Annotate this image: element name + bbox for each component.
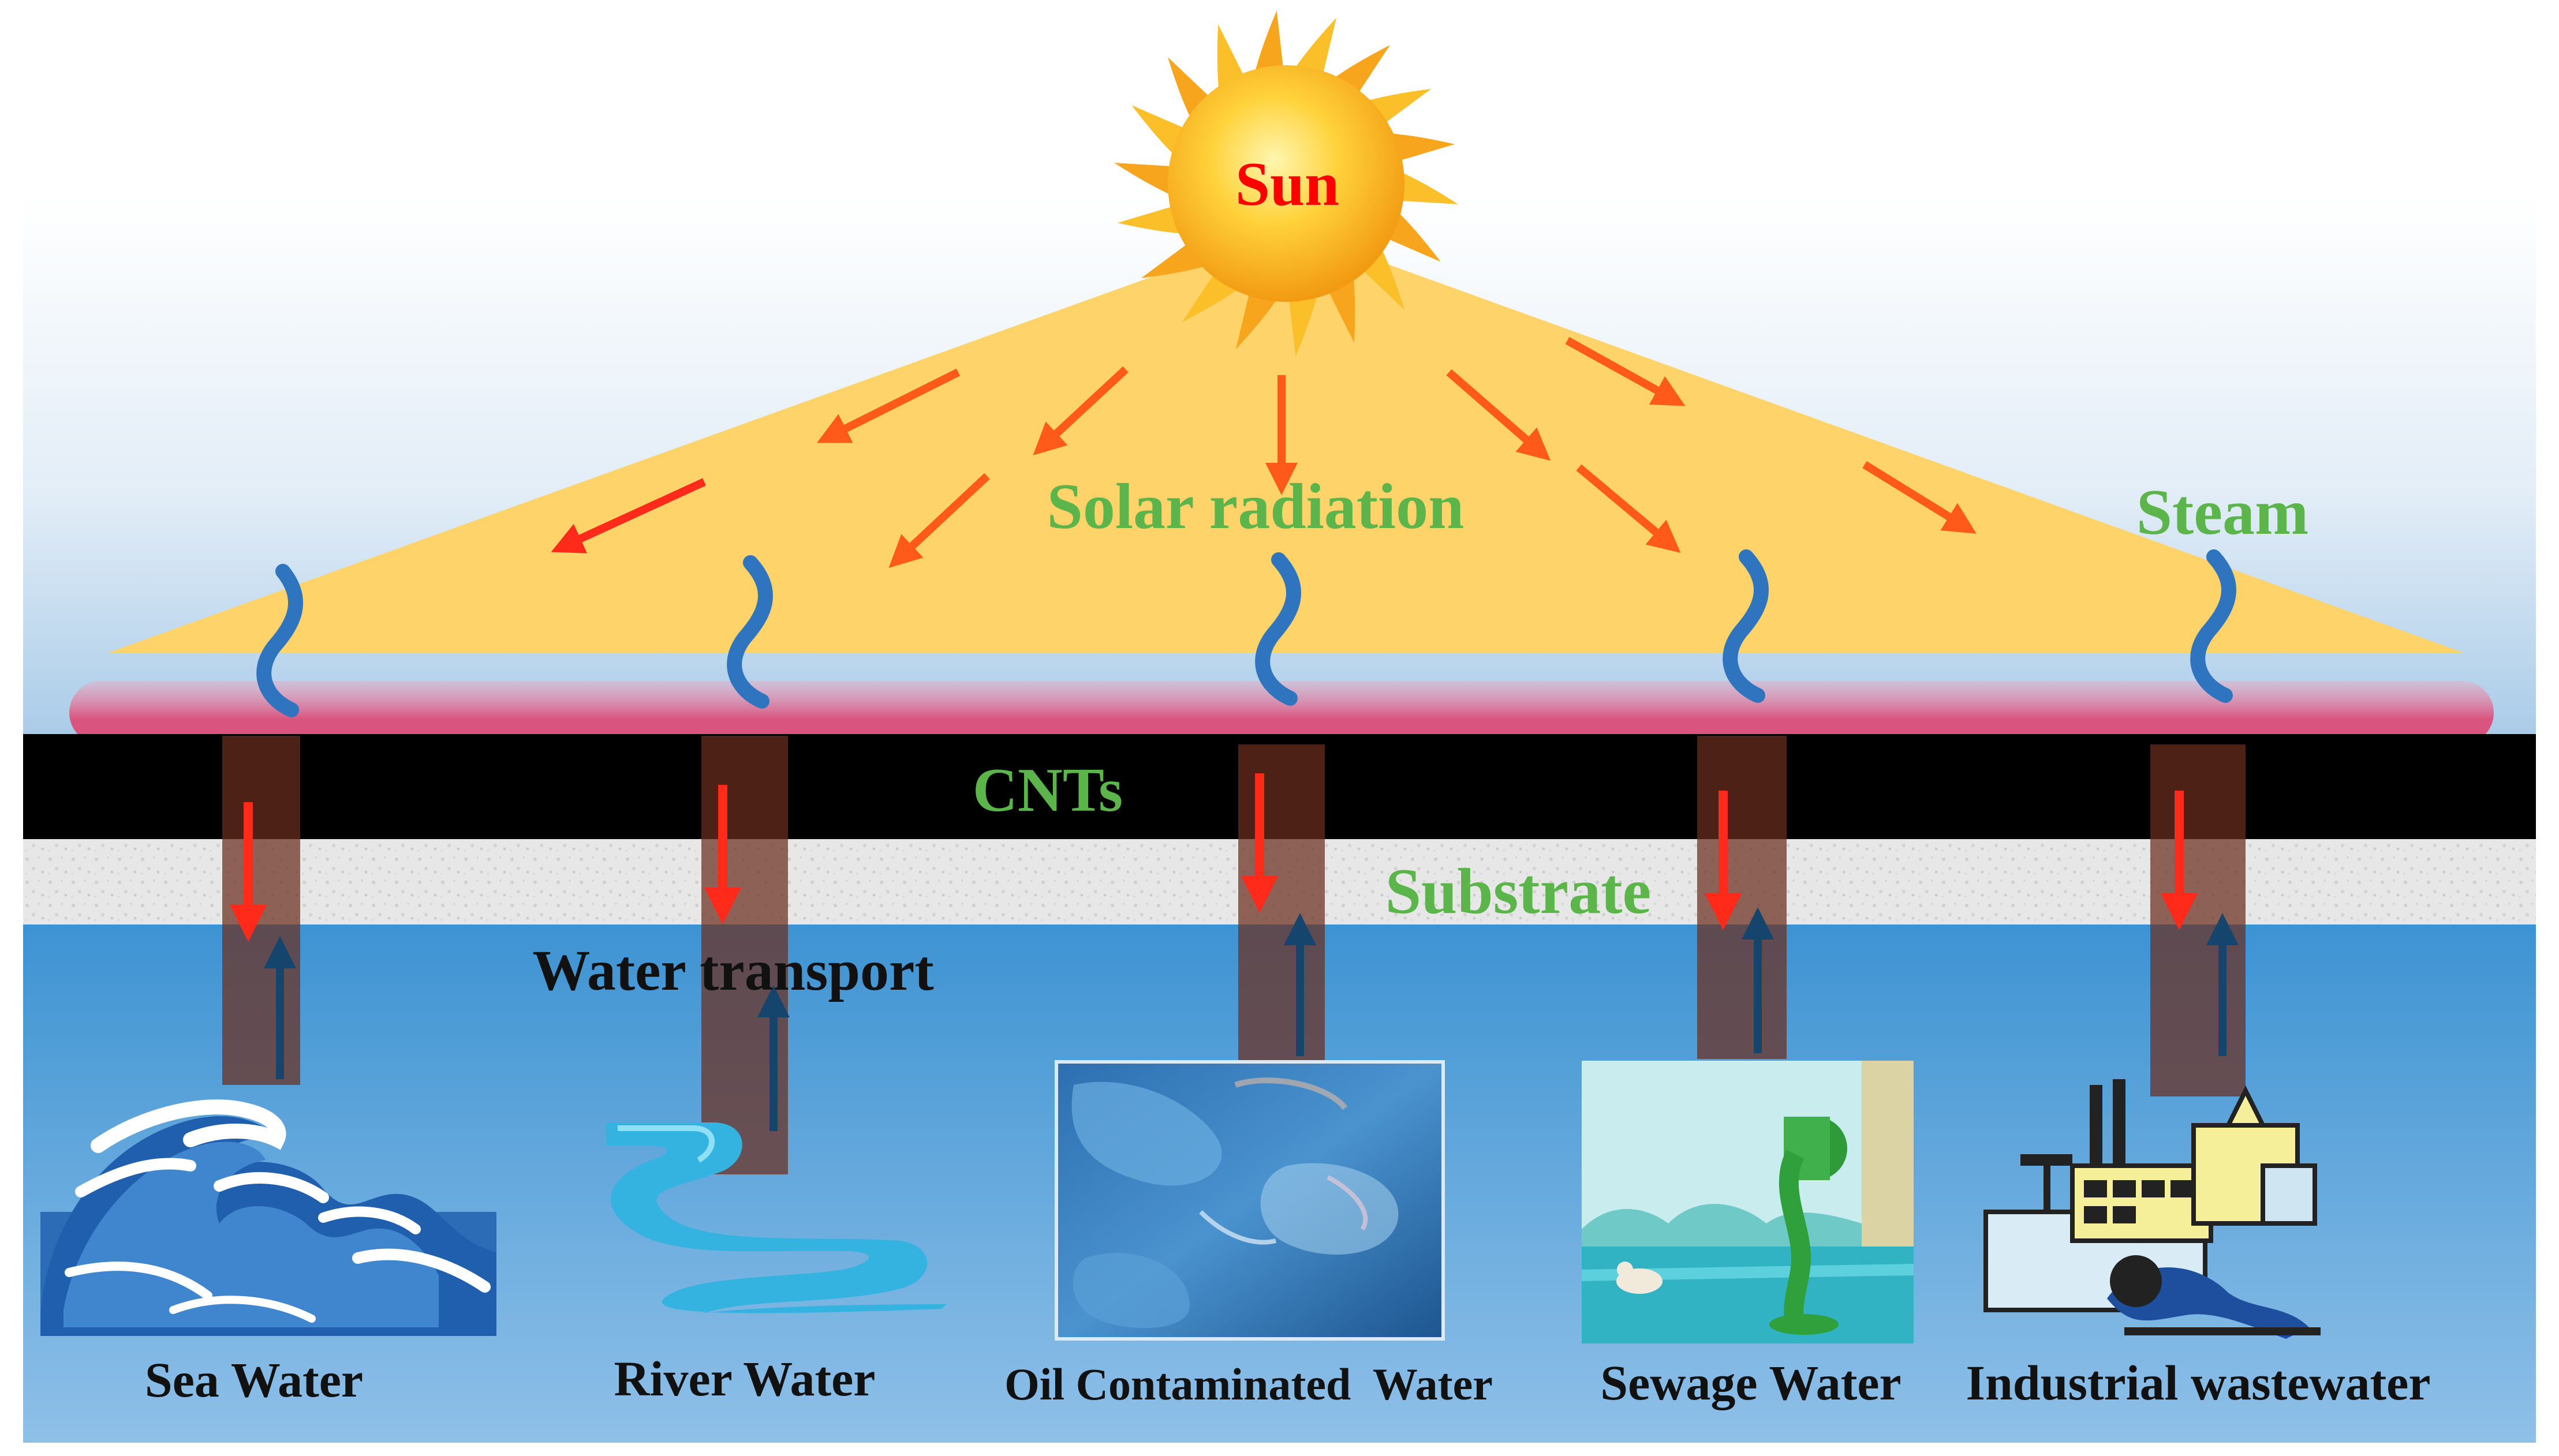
radiation-arrow bbox=[888, 473, 990, 568]
steam-squiggle bbox=[2190, 549, 2236, 703]
transport-channel bbox=[2150, 744, 2246, 1096]
sewage-water-label: Sewage Water bbox=[1600, 1355, 1901, 1410]
sun-icon bbox=[1114, 10, 1458, 357]
substrate-label: Substrate bbox=[1385, 856, 1651, 927]
heat-band bbox=[69, 681, 2494, 744]
radiation-arrow bbox=[1565, 336, 1686, 406]
factory-icon bbox=[1983, 1079, 2321, 1339]
sun-ray bbox=[1388, 167, 1458, 204]
oil-slick-icon bbox=[1055, 1060, 1445, 1341]
radiation-arrow bbox=[1033, 366, 1129, 456]
water-transport-label: Water transport bbox=[532, 938, 933, 1002]
water-arrows bbox=[264, 907, 2239, 1131]
heat-arrows bbox=[230, 773, 2198, 942]
river-icon bbox=[606, 1122, 947, 1314]
steam-squiggles bbox=[256, 549, 2236, 717]
sun-label: Sun bbox=[1235, 150, 1339, 219]
river-water-label: River Water bbox=[614, 1351, 876, 1406]
radiation-arrow bbox=[816, 368, 961, 443]
wave-icon bbox=[40, 1099, 496, 1336]
transport-channel bbox=[1697, 736, 1787, 1059]
radiation-arrow bbox=[1446, 369, 1551, 461]
sun-ray bbox=[1114, 163, 1184, 200]
steam-squiggle bbox=[1723, 549, 1769, 703]
sun-core bbox=[1168, 65, 1404, 302]
transport-channel bbox=[222, 736, 300, 1085]
radiation-arrow bbox=[551, 478, 706, 553]
transport-channels bbox=[222, 736, 2246, 1174]
steam-label: Steam bbox=[2136, 477, 2309, 548]
steam-squiggle bbox=[256, 564, 304, 717]
radiation-arrow bbox=[1576, 464, 1681, 553]
industrial-wastewater-label: Industrial wastewater bbox=[1966, 1355, 2431, 1410]
steam-squiggle bbox=[1255, 552, 1301, 706]
radiation-arrow bbox=[1862, 461, 1977, 534]
steam-squiggle bbox=[727, 555, 773, 709]
sea-water-label: Sea Water bbox=[145, 1352, 363, 1408]
radiation-arrows bbox=[551, 336, 1977, 568]
oil-contaminated-water-label: Oil Contaminated Water bbox=[1004, 1359, 1493, 1409]
cnts-label: CNTs bbox=[973, 756, 1123, 825]
sewage-pipe-icon bbox=[1582, 1061, 1914, 1343]
solar-radiation-label: Solar radiation bbox=[1047, 471, 1465, 542]
radiation-triangle bbox=[107, 228, 2465, 653]
transport-channel bbox=[1238, 744, 1325, 1062]
